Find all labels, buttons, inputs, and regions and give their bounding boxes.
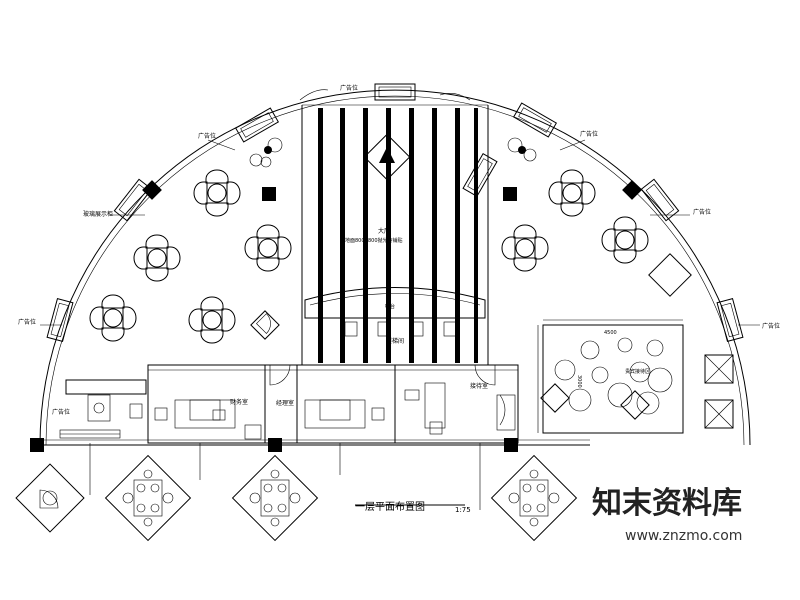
outer-arc-wall [30, 89, 751, 446]
dining-tables-right [501, 169, 649, 272]
vip-area [537, 319, 734, 434]
ad-panels [46, 83, 744, 342]
label-bar: 吧台 [385, 303, 395, 310]
watermark-text: 知末资料库 [592, 486, 742, 521]
plant-decor [249, 137, 537, 168]
label-dim-h: 3000 [576, 375, 582, 388]
bottom-diamond-units [15, 443, 577, 541]
label-manager: 经理室 [276, 399, 294, 407]
hall-entrance-marker [363, 133, 411, 181]
display-wing-left [59, 379, 147, 439]
hall-floor-stripes [301, 104, 489, 365]
label-reception: 接待室 [470, 382, 488, 390]
office-block [147, 364, 519, 444]
drawing-title: 一层平面布置图 [355, 501, 425, 513]
door-swings [250, 253, 692, 386]
label-ad-left-low: 广告位 [18, 318, 36, 326]
label-vip: 贵宾接待区 [625, 368, 650, 375]
label-ad-right-low: 广告位 [762, 322, 780, 330]
label-ad-left-top: 广告位 [198, 132, 216, 140]
label-display-left: 玻璃展示柜 [83, 210, 113, 218]
label-ad-top: 广告位 [340, 84, 358, 92]
watermark-url: www.znzmo.com [625, 528, 742, 544]
label-ad-left-mid: 广告位 [52, 408, 70, 416]
label-stairs: 楼梯间 [386, 337, 404, 345]
drawing-scale: 1:75 [455, 506, 471, 514]
label-office: 财务室 [230, 398, 248, 406]
label-hall: 大厅 [378, 227, 390, 235]
label-hall-note: 地面800X800抛光砖铺贴 [345, 237, 403, 244]
label-leaders [40, 139, 760, 506]
dining-tables-left [89, 169, 292, 344]
watermark: 知末资料库 www.znzmo.com [592, 486, 742, 544]
label-ad-right-top: 广告位 [580, 130, 598, 138]
label-ad-right-mid: 广告位 [693, 208, 711, 216]
label-dim-w: 4500 [604, 330, 617, 336]
